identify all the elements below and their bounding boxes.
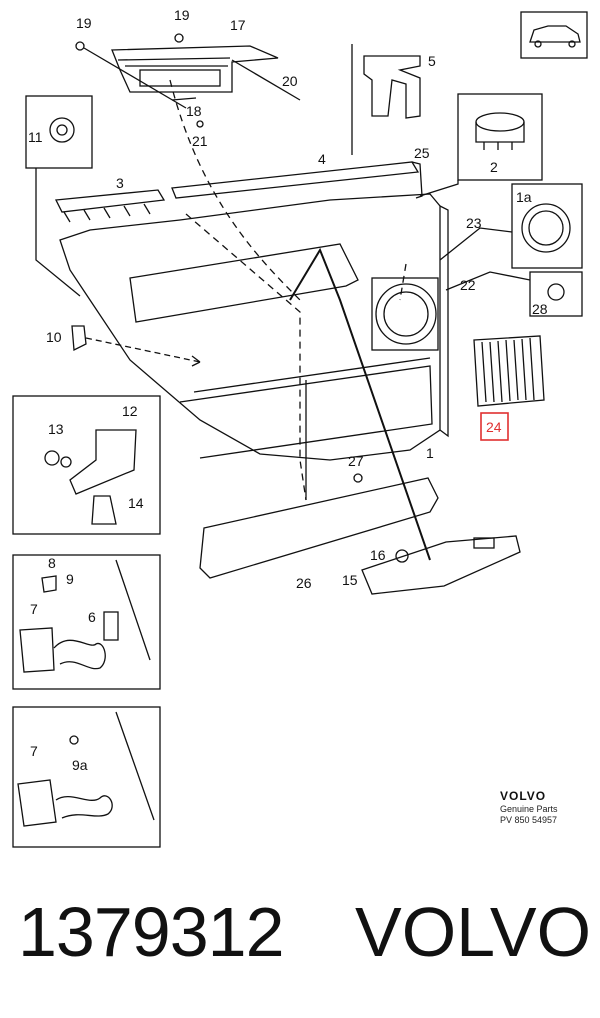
box-part-8 xyxy=(12,554,161,690)
parts-diagram: 19 19 17 20 18 21 5 2 11 4 25 3 1a 23 22… xyxy=(12,7,588,848)
callout-15: 15 xyxy=(342,572,358,588)
pv-number-text: PV 850 54957 xyxy=(500,815,557,825)
callout-16: 16 xyxy=(370,547,386,563)
callout-7b: 7 xyxy=(30,743,38,759)
callout-19b: 19 xyxy=(174,7,190,23)
callout-21: 21 xyxy=(192,133,208,149)
callout-2: 2 xyxy=(490,159,498,175)
callout-9a: 9a xyxy=(72,757,88,773)
callout-8: 8 xyxy=(48,555,56,571)
callout-20: 20 xyxy=(282,73,298,89)
make-name: VOLVO xyxy=(355,893,592,971)
clip-part-10 xyxy=(71,325,87,352)
callout-10: 10 xyxy=(46,329,62,345)
genuine-parts-text: Genuine Parts xyxy=(500,804,558,814)
screw-icon xyxy=(75,41,85,51)
callout-11: 11 xyxy=(28,129,43,145)
switch-panel xyxy=(361,535,521,595)
callout-27: 27 xyxy=(348,453,364,469)
callout-9: 9 xyxy=(66,571,74,587)
box-part-1a xyxy=(511,183,583,269)
callout-3: 3 xyxy=(116,175,124,191)
callout-18: 18 xyxy=(186,103,202,119)
callout-6: 6 xyxy=(88,609,96,625)
screw-icon xyxy=(174,33,184,43)
clip-part xyxy=(363,55,421,119)
highlight-box xyxy=(480,412,509,441)
strip-part-3 xyxy=(54,189,166,213)
callout-19a: 19 xyxy=(76,15,92,31)
callout-25: 25 xyxy=(414,145,430,161)
callout-5: 5 xyxy=(428,53,436,69)
callout-23: 23 xyxy=(466,215,482,231)
strip-part xyxy=(171,161,420,199)
callout-1: 1 xyxy=(426,445,434,461)
box-part-12 xyxy=(12,395,161,535)
callout-7a: 7 xyxy=(30,601,38,617)
callout-17: 17 xyxy=(230,17,246,33)
door-panel xyxy=(59,193,449,500)
part-number: 1379312 xyxy=(18,893,285,971)
shelf-part xyxy=(111,45,279,93)
grille-part xyxy=(473,335,545,407)
callout-28: 28 xyxy=(532,301,548,317)
callout-26: 26 xyxy=(296,575,312,591)
box-part-28 xyxy=(529,271,583,317)
callout-24: 24 xyxy=(486,419,502,435)
box-part-9a xyxy=(12,706,161,848)
box-part-11 xyxy=(25,95,93,169)
callout-12: 12 xyxy=(122,403,138,419)
callout-4: 4 xyxy=(318,151,326,167)
callout-13: 13 xyxy=(48,421,64,437)
car-icon xyxy=(520,11,588,59)
callout-14: 14 xyxy=(128,495,144,511)
callout-1a: 1a xyxy=(516,189,532,205)
callout-22: 22 xyxy=(460,277,476,293)
box-part-2 xyxy=(457,93,543,181)
volvo-logo: VOLVO xyxy=(500,789,546,803)
armrest-part xyxy=(199,477,439,579)
